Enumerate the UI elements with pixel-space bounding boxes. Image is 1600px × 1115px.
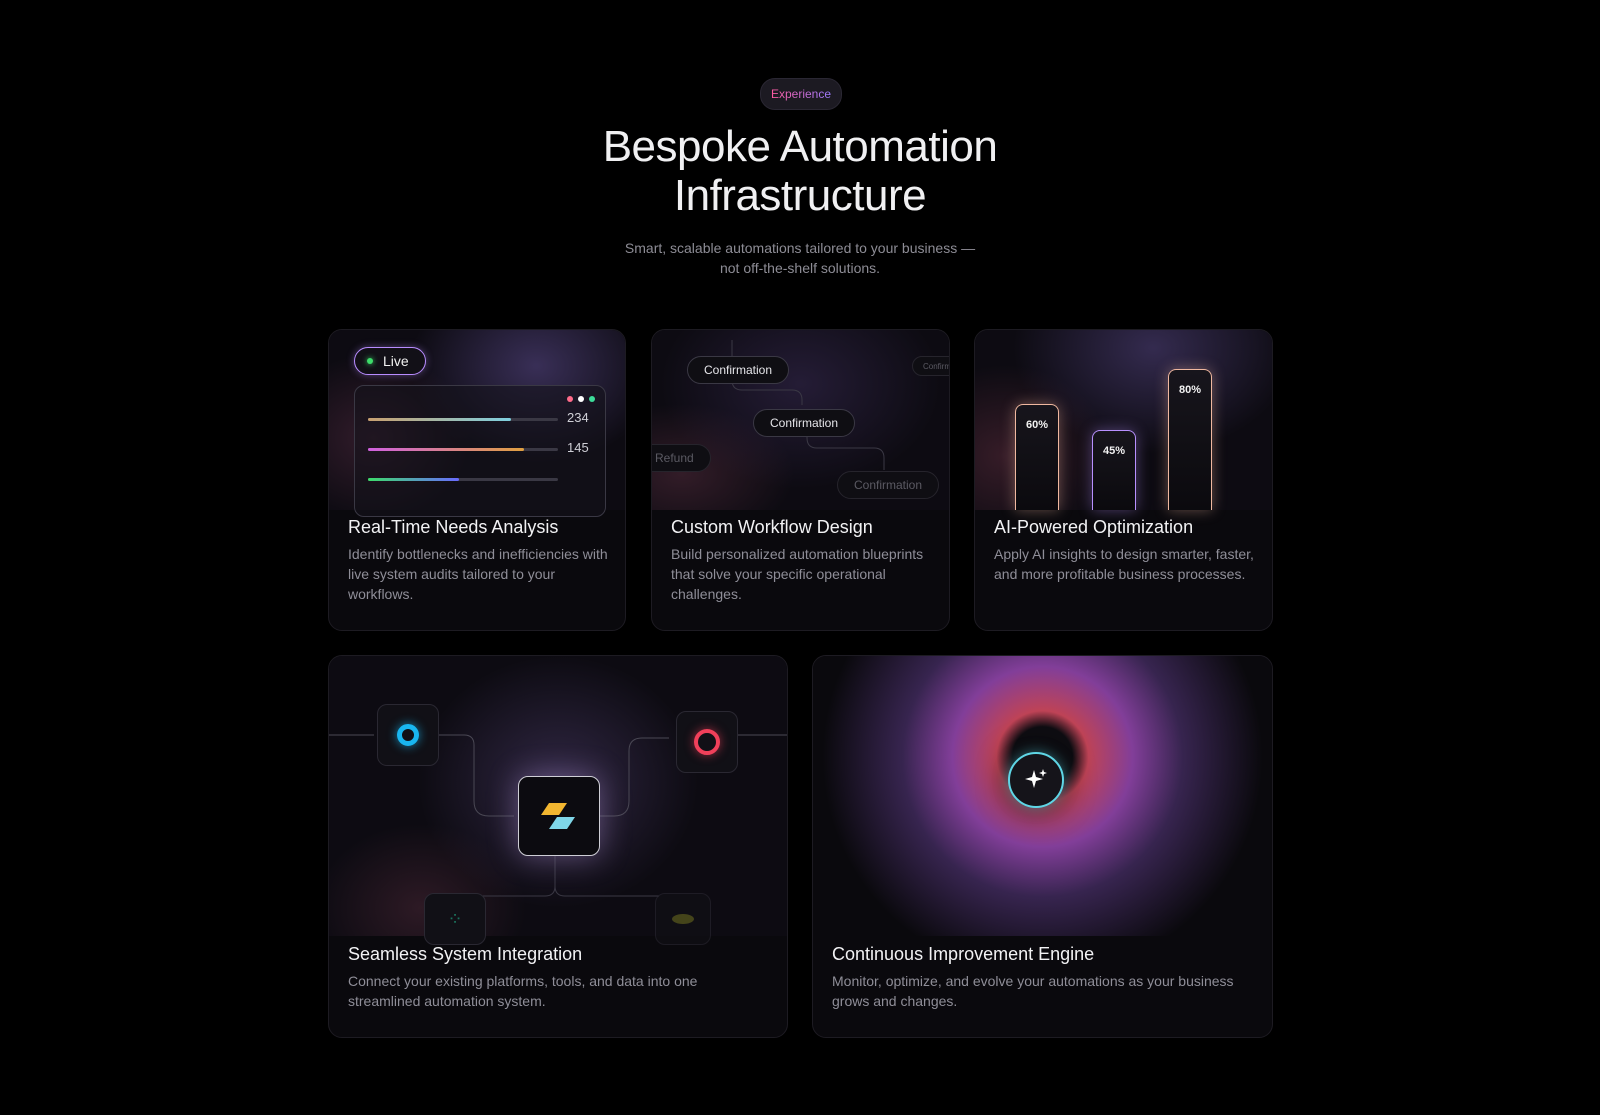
card-description: Identify bottlenecks and inefficiencies … xyxy=(348,546,608,602)
card-description: Apply AI insights to design smarter, fas… xyxy=(994,546,1254,582)
page-subtitle: Smart, scalable automations tailored to … xyxy=(624,240,976,276)
integration-hub xyxy=(518,776,600,856)
workflow-step: Confirmation xyxy=(687,356,790,384)
card-description: Build personalized automation blueprints… xyxy=(671,546,924,602)
optimization-visual: 60% 45% 80% xyxy=(975,330,1272,510)
metric-bar xyxy=(368,418,558,421)
metric-bar xyxy=(368,448,558,451)
card-title: AI-Powered Optimization xyxy=(994,517,1194,537)
integration-connectors xyxy=(329,734,787,897)
optimization-bar: 80% xyxy=(1168,369,1212,510)
window-dots-icon xyxy=(567,396,595,402)
card-system-integration: ⁘ Seamless System Integration Connect yo… xyxy=(328,655,788,1038)
card-real-time-analysis: Live 234 145 Real-Time Needs Analysis Id… xyxy=(328,329,626,631)
card-description: Monitor, optimize, and evolve your autom… xyxy=(832,973,1234,1009)
metric-value: 145 xyxy=(567,440,589,455)
integration-visual: ⁘ xyxy=(329,656,787,945)
live-badge: Live xyxy=(354,347,426,375)
card-custom-workflow: Confirmation Confirmation Confirmation R… xyxy=(651,329,950,631)
window-dot xyxy=(589,396,595,402)
workflow-step: Confirm xyxy=(912,356,949,376)
window-dot xyxy=(567,396,573,402)
card-ai-optimization: 60% 45% 80% AI-Powered Optimization Appl… xyxy=(974,329,1273,631)
metrics-panel: 234 145 xyxy=(354,385,606,517)
card-title: Custom Workflow Design xyxy=(671,517,873,537)
sync-logo-icon xyxy=(694,729,720,755)
workflow-visual: Confirmation Confirmation Confirmation R… xyxy=(652,330,949,510)
integration-node-olive xyxy=(655,893,711,945)
live-dot-icon xyxy=(367,358,373,364)
workflow-step: Refund xyxy=(652,444,711,472)
circle-logo-icon xyxy=(397,724,419,746)
dots-logo-icon: ⁘ xyxy=(447,908,463,929)
section-badge: Experience xyxy=(760,78,842,110)
card-title: Continuous Improvement Engine xyxy=(832,944,1095,964)
analysis-visual: Live 234 145 xyxy=(329,330,625,517)
sparkle-icon xyxy=(1008,752,1064,808)
window-dot xyxy=(578,396,584,402)
workflow-connectors xyxy=(731,340,885,470)
card-continuous-improvement: Continuous Improvement Engine Monitor, o… xyxy=(812,655,1273,1038)
integration-node-green: ⁘ xyxy=(424,893,486,945)
integration-node-cyan xyxy=(377,704,439,766)
card-title: Seamless System Integration xyxy=(348,944,583,964)
integration-node-red xyxy=(676,711,738,773)
metric-bar xyxy=(368,478,558,481)
card-description: Connect your existing platforms, tools, … xyxy=(348,973,698,1009)
optimization-bar: 60% xyxy=(1015,404,1059,510)
workflow-step: Confirmation xyxy=(837,471,940,499)
page-title: Bespoke Automation Infrastructure xyxy=(602,122,998,220)
card-title: Real-Time Needs Analysis xyxy=(348,517,559,537)
optimization-bar: 45% xyxy=(1092,430,1136,510)
hub-logo-icon xyxy=(541,803,575,829)
eye-logo-icon xyxy=(672,914,694,924)
improvement-visual xyxy=(813,656,1272,936)
workflow-step: Confirmation xyxy=(753,409,856,437)
metric-value: 234 xyxy=(567,410,589,425)
